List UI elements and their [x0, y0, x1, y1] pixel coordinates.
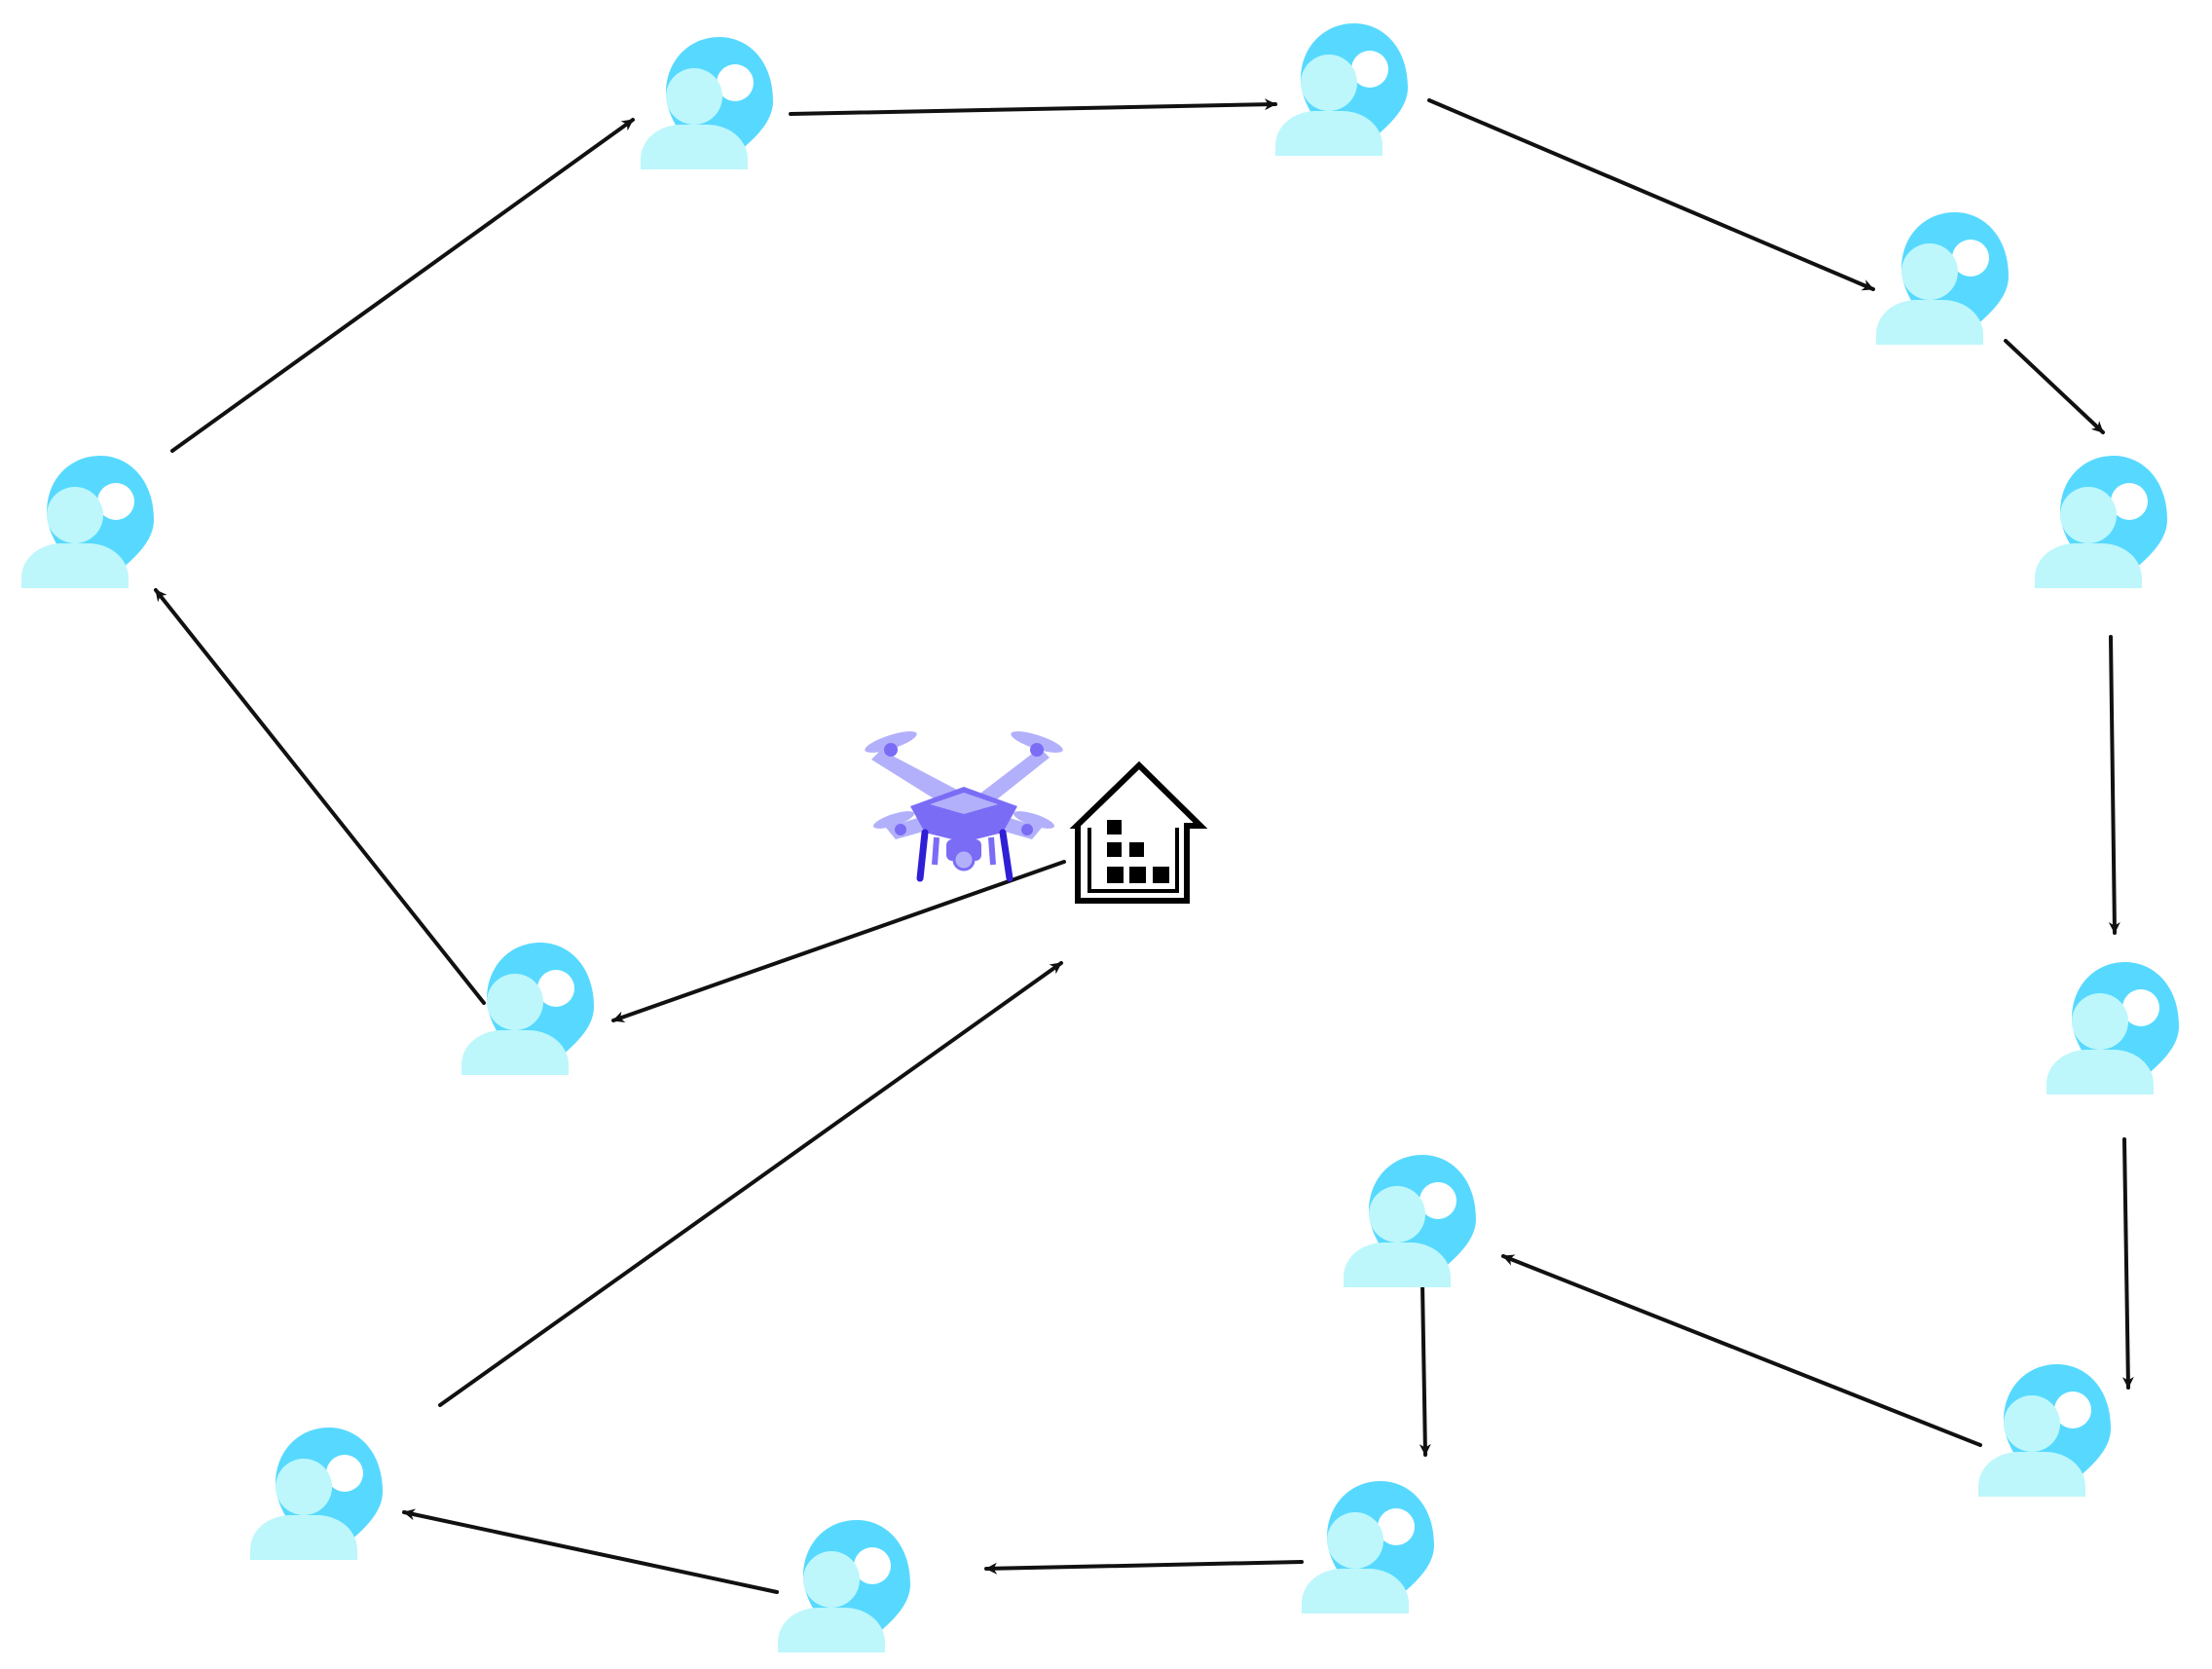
route-arrow-11 [984, 1560, 1304, 1575]
route-arrow-10 [1419, 1281, 1431, 1457]
user-location-icon [641, 37, 773, 169]
route-edges [154, 98, 2134, 1594]
route-arrow-2 [154, 588, 486, 1005]
route-arrow-12 [402, 1508, 779, 1594]
user-location-icon [1344, 1155, 1476, 1287]
user-location-icon [2035, 456, 2167, 588]
user-location-icon [250, 1428, 383, 1560]
route-arrow-3 [170, 118, 635, 453]
route-arrow-6 [2004, 339, 2105, 434]
route-arrow-13 [438, 961, 1063, 1407]
route-arrow-9 [1501, 1254, 1982, 1447]
user-location-icon [1302, 1481, 1434, 1613]
user-location-icon [461, 943, 594, 1075]
route-arrow-1 [611, 860, 1066, 1023]
warehouse-icon [1069, 760, 1208, 904]
user-location-icon [2046, 962, 2179, 1094]
drone-icon [865, 731, 1063, 882]
user-location-icon [21, 456, 154, 588]
route-arrow-7 [2108, 635, 2120, 935]
user-location-icon [1876, 212, 2009, 345]
route-arrow-4 [789, 98, 1277, 116]
user-location-icon [778, 1520, 910, 1652]
route-arrow-5 [1427, 98, 1875, 291]
user-location-icon [1275, 23, 1408, 156]
route-arrow-8 [2121, 1137, 2134, 1390]
user-location-icon [1978, 1364, 2111, 1497]
customer-nodes [21, 23, 2179, 1652]
